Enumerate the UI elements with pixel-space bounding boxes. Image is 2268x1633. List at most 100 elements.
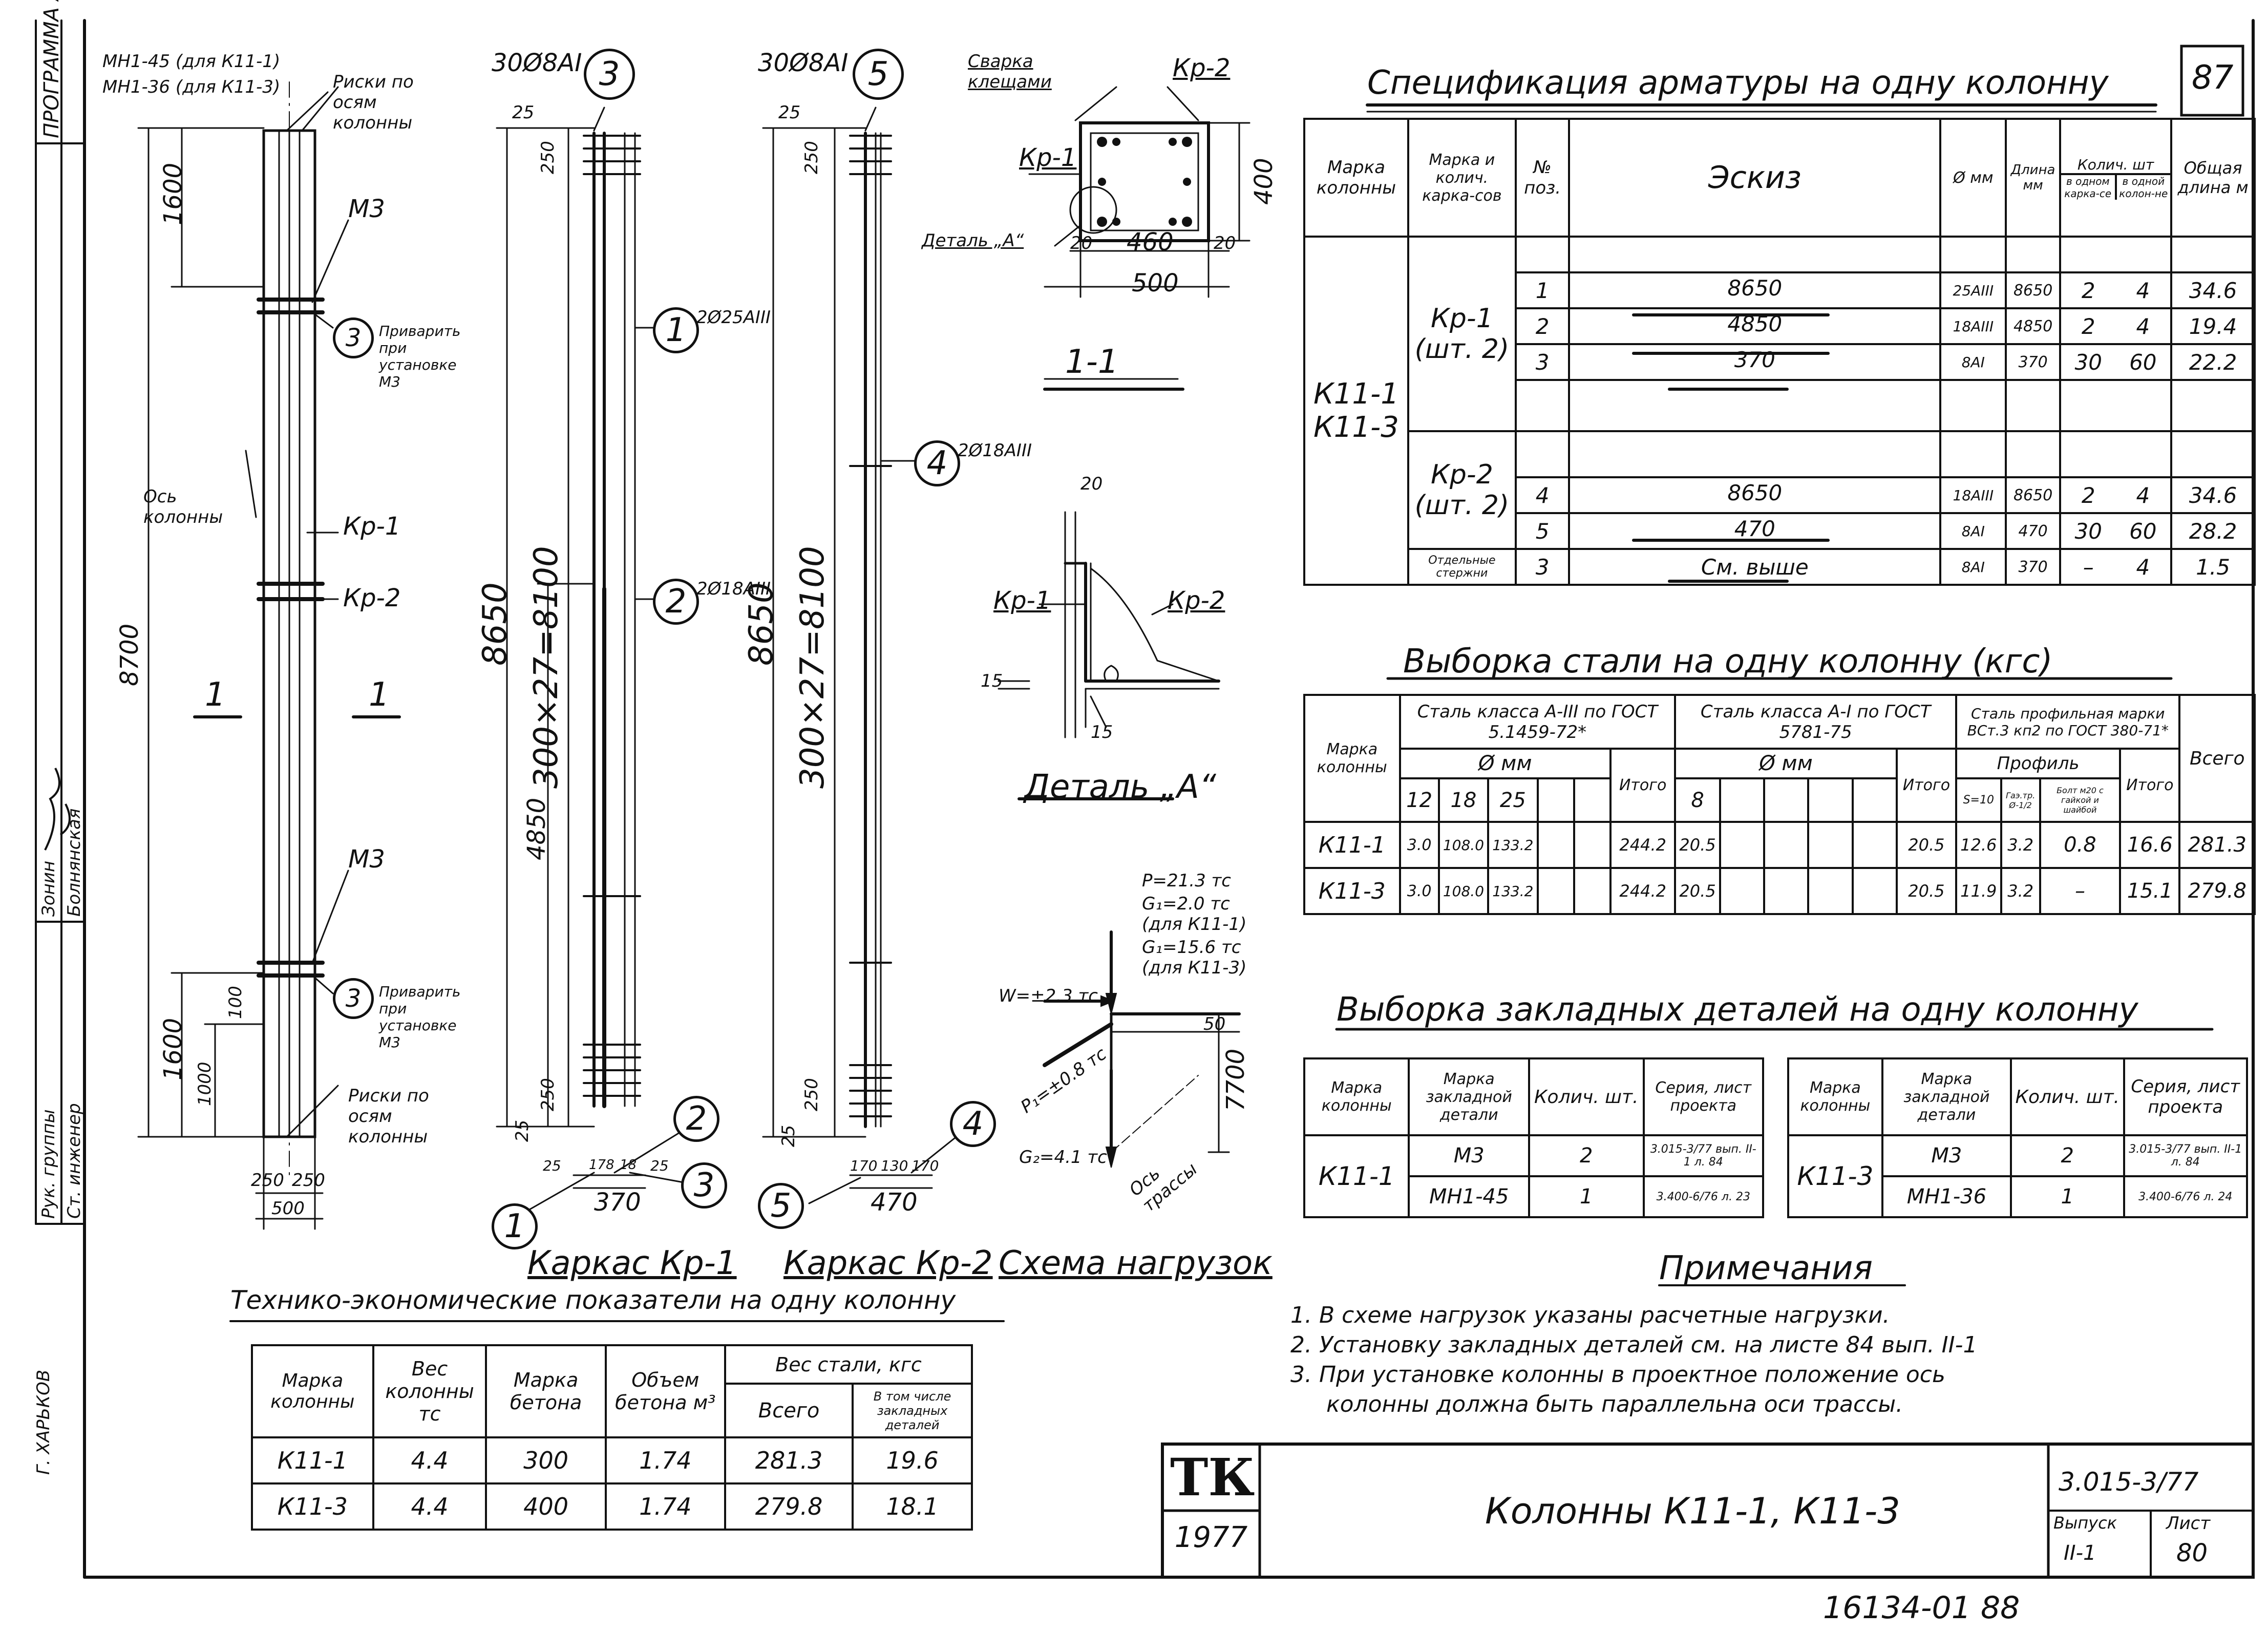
spec-empty	[1568, 430, 1942, 478]
column-note-kp1: Кр-1	[343, 512, 401, 541]
frame2-dim-25-top: 25	[778, 102, 801, 123]
load-caption: Схема нагрузок	[999, 1244, 1273, 1282]
frame1-dim-250-bottom: 250	[538, 1078, 558, 1111]
spec-empty	[1514, 430, 1571, 478]
callout-2-frame1: 2	[653, 579, 699, 625]
steel-h-class3: Сталь класса А-III по ГОСТ 5.1459-72*	[1398, 694, 1677, 750]
note-item: 3. При установке колонны в проектное пол…	[1290, 1362, 1945, 1388]
spec-pos: 1	[1514, 271, 1571, 309]
spec-total: 1.5	[2170, 548, 2256, 586]
callout-1-frame1: 1	[653, 307, 699, 353]
steel-h-d12: 12	[1398, 777, 1440, 823]
tep-row: К11-3 4.4 400 1.74 279.8 18.1	[251, 1482, 973, 1531]
steel-empty	[1807, 867, 1854, 915]
tep-h-volume: Объем бетона м³	[604, 1344, 726, 1438]
section-mark-right: 1	[369, 676, 390, 714]
side-stamp-author: Г. ХАРЬКОВ	[33, 1369, 54, 1475]
spec-length: 370	[2005, 548, 2061, 586]
frame2-bar-18: 2Ø18AIII	[958, 440, 1032, 461]
embedded-table-right: Марка колонны Марка закладной детали Кол…	[1787, 1057, 2248, 1218]
tep-weight: 4.4	[372, 1436, 487, 1484]
spec-empty	[1939, 236, 2007, 273]
embedded-title: Выборка закладных деталей на одну колонн…	[1337, 991, 2138, 1029]
steel-h-itogop: Итого	[2119, 748, 2181, 823]
spec-length: 470	[2005, 512, 2061, 550]
spec-sketch: 4850	[1568, 307, 1942, 345]
detail-kp1-label: Кр-1	[993, 586, 1051, 615]
callout-3-frame1: 3	[584, 49, 635, 100]
spec-pos: 5	[1514, 512, 1571, 550]
spec-pos: 3	[1514, 548, 1571, 586]
tk-logo: ТК	[1170, 1447, 1255, 1508]
emb-qty: 2	[2010, 1134, 2125, 1177]
spec-separate-label: Отдельные стержни	[1407, 548, 1517, 586]
spec-qty-frame: 30	[2074, 349, 2102, 375]
frame1-dim-8100: 300×27=8100	[527, 546, 565, 789]
frame1-bottom-370: 370	[594, 1188, 641, 1217]
spec-empty	[2005, 379, 2061, 432]
section-weld-label: Сварка клещами	[968, 51, 1052, 92]
frame2-bottom-130: 130	[881, 1157, 908, 1174]
callout-4-bottom: 4	[950, 1101, 996, 1147]
side-stamp-program: ПРОГРАММА АПК-12	[40, 0, 63, 138]
spec-h-qty: Колич. шт в одном карка-се в одной колон…	[2059, 118, 2173, 238]
spec-empty	[2170, 379, 2256, 432]
spec-length: 8650	[2005, 271, 2061, 309]
tep-volume: 1.74	[604, 1436, 726, 1484]
column-note-marks-bottom: Риски по осям колонны	[348, 1086, 429, 1147]
frame1-dim-250-top: 250	[538, 141, 558, 174]
note-item: 1. В схеме нагрузок указаны расчетные на…	[1290, 1302, 1890, 1328]
column-note-axis: Ось колонны	[143, 486, 223, 527]
frame2-dim-250-top: 250	[801, 141, 822, 174]
spec-qty: –4	[2059, 548, 2173, 586]
frame1-dim-8650: 8650	[476, 582, 514, 666]
section-mark-left: 1	[205, 676, 226, 714]
frame2-bottom-170b: 170	[912, 1157, 939, 1174]
tep-volume: 1.74	[604, 1482, 726, 1531]
emb-row: МН1-45 1 3.400-6/76 л. 23	[1304, 1175, 1765, 1218]
callout-5-frame2: 5	[853, 49, 904, 100]
title-sheet-label: Лист	[2166, 1513, 2211, 1534]
tep-title: Технико-экономические показатели на одну…	[230, 1285, 956, 1315]
tep-embedded: 19.6	[852, 1436, 973, 1484]
spec-empty	[2005, 430, 2061, 478]
tep-h-embedded: В том числе закладных деталей	[852, 1383, 973, 1438]
spec-empty	[1568, 236, 1942, 273]
dim-1600-bottom: 1600	[159, 1017, 187, 1080]
spec-total: 34.6	[2170, 271, 2256, 309]
callout-3-top: 3	[333, 317, 374, 358]
title-issue: II-1	[2064, 1541, 2096, 1565]
emb-h-mark: Марка колонны	[1787, 1057, 1883, 1136]
spec-pos: 2	[1514, 307, 1571, 345]
spec-total: 34.6	[2170, 476, 2256, 514]
spec-dia: 18AIII	[1939, 307, 2007, 345]
steel-h-empty	[1851, 777, 1898, 823]
steel-h-itogo1: Итого	[1895, 748, 1958, 823]
spec-frame-kp1-name: Кр-1	[1431, 303, 1493, 334]
spec-length: 8650	[2005, 476, 2061, 514]
section-caption: 1-1	[1065, 343, 1119, 381]
column-note-marks-top: Риски по осям колонны	[333, 72, 414, 133]
callout-1-bottom: 1	[492, 1203, 538, 1249]
spec-empty	[1568, 379, 1942, 432]
frame2-dim-250-bottom: 250	[801, 1078, 822, 1111]
side-stamp-role-2: Ст. инженер	[64, 1103, 84, 1219]
tep-concrete: 300	[485, 1436, 607, 1484]
detail-dim-15-left: 15	[981, 671, 1003, 691]
sheet-number: 87	[2192, 59, 2234, 97]
frame1-top-label: 30Ø8AI	[492, 49, 582, 77]
note-item: колонны должна быть параллельна оси трас…	[1326, 1391, 1903, 1417]
steel-empty	[1536, 821, 1575, 869]
emb-row: К11-3 М3 2 3.015-3/77 вып. II-1 л. 84	[1787, 1134, 2248, 1218]
emb-series: 3.015-3/77 вып. II-1 л. 84	[1642, 1134, 1765, 1177]
spec-mark-1: К11-1	[1313, 377, 1399, 411]
spec-qty-col: 4	[2136, 278, 2150, 303]
spec-h-frame: Марка и колич. карка-сов	[1407, 118, 1517, 238]
emb-h-series: Серия, лист проекта	[1642, 1057, 1765, 1136]
emb-h-detail: Марка закладной детали	[1408, 1057, 1530, 1136]
steel-h-p1: S=10	[1955, 777, 2002, 823]
spec-qty-frame: 30	[2074, 518, 2102, 544]
